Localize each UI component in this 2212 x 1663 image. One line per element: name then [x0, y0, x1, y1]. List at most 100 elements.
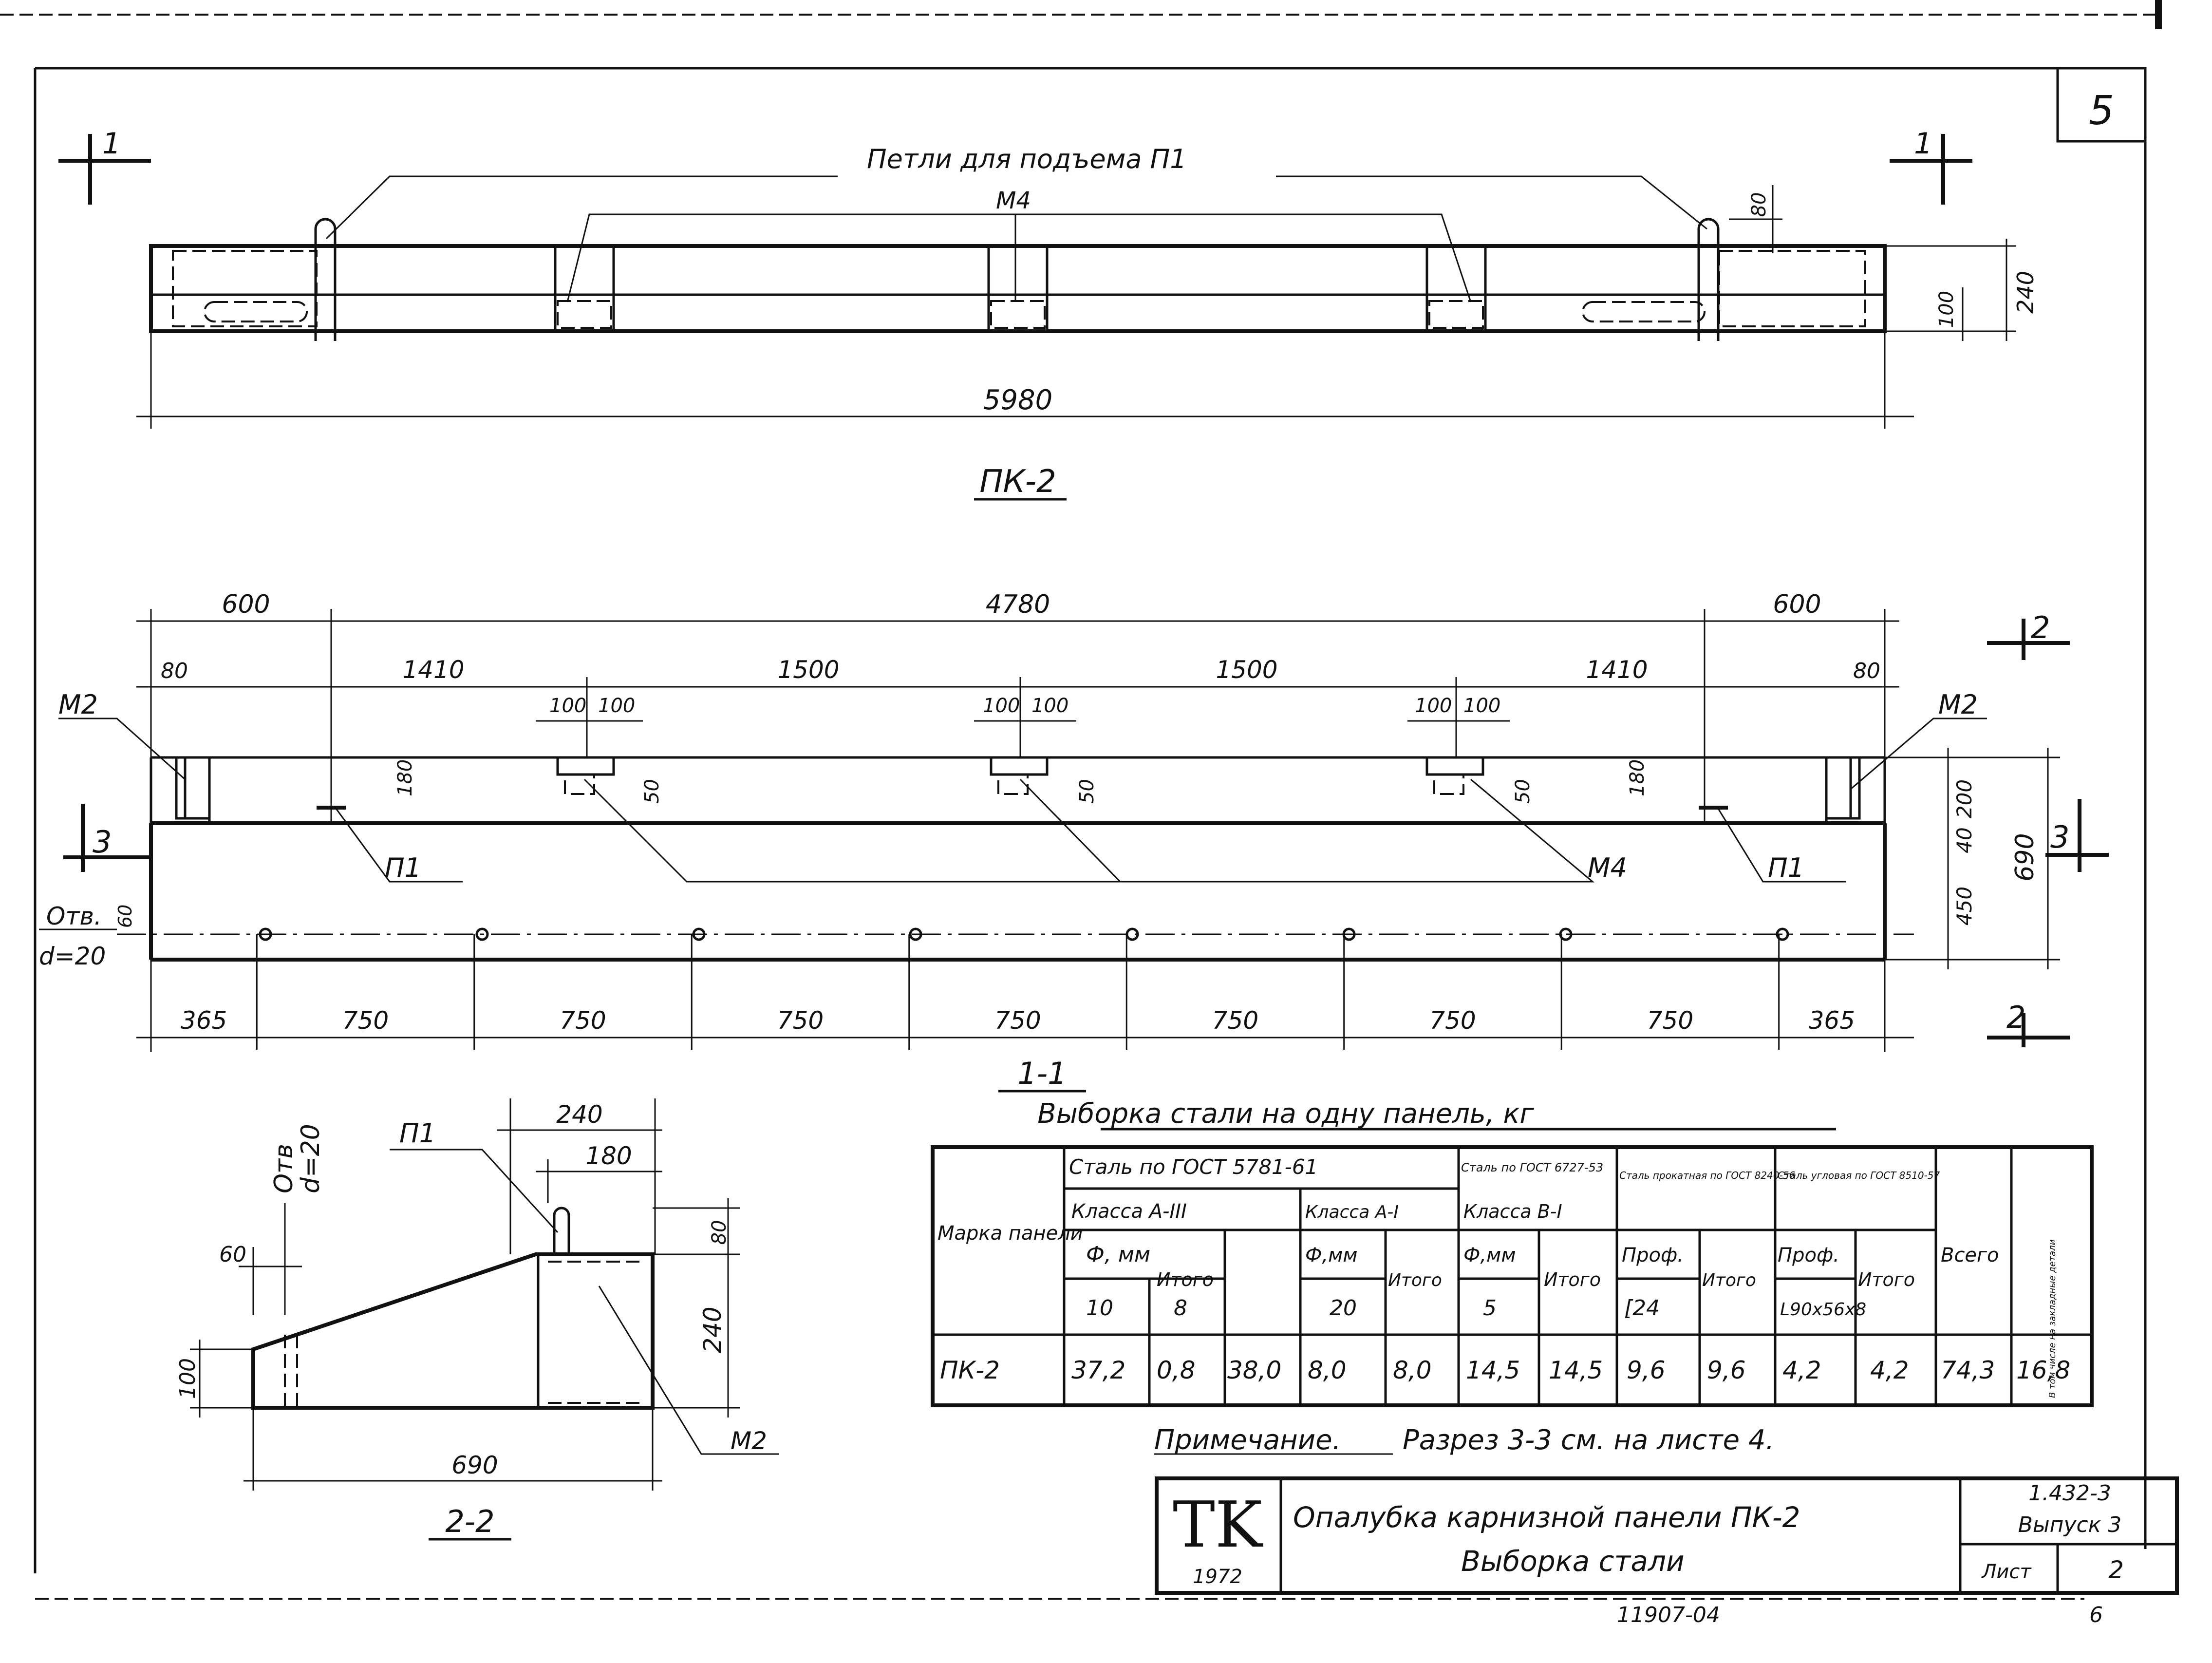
dim-bottom-8: 365	[1809, 1006, 1855, 1035]
cut-mark-1-left: 1	[102, 127, 121, 161]
sheet-label: Лист	[1981, 1561, 2032, 1583]
dim-lower: 100	[1935, 291, 1958, 328]
archive-no: 11907-04	[1617, 1603, 1720, 1627]
cut-mark-2-bottom: 2	[2006, 1000, 2025, 1035]
th-angle: Сталь угловая по ГОСТ 8510-57	[1778, 1170, 1940, 1181]
label-m2-left: М2	[58, 689, 98, 720]
section-1-1: 600 4780 600 1410 1500 1500 1410 80 80 1…	[39, 590, 2109, 1093]
embedded-m2-left	[175, 756, 211, 820]
td-rolled-itogo: 9,6	[1707, 1356, 1746, 1384]
issue: Выпуск 3	[2018, 1512, 2121, 1537]
th-total: Всего	[1941, 1244, 1999, 1266]
note: Примечание. Разрез 3-3 см. на листе 4.	[1154, 1424, 1774, 1456]
section-2-2: 240 180 80 240 100 60 Отв d=20 690 П1 М2…	[175, 1098, 779, 1541]
dim-80-left: 80	[161, 659, 188, 683]
dim-bottom-2: 750	[560, 1006, 606, 1035]
label-m2: М2	[731, 1427, 767, 1455]
dim-100: 100	[1031, 695, 1069, 717]
cut-mark-3-left: 3	[93, 824, 112, 860]
dim-width240: 240	[556, 1100, 602, 1129]
loop-p1	[553, 1207, 570, 1254]
label-m4: М4	[996, 187, 1031, 214]
title-line2: Выборка стали	[1461, 1545, 1685, 1578]
dim-width180: 180	[585, 1142, 632, 1170]
th-rolled: Сталь прокатная по ГОСТ 8240-56	[1619, 1170, 1795, 1181]
dim-180-right: 180	[1626, 759, 1649, 796]
dim-top-right: 600	[1773, 590, 1821, 619]
dim-bottom-7: 750	[1647, 1006, 1693, 1035]
td-a3-10: 37,2	[1071, 1356, 1125, 1384]
label-p1-left: П1	[385, 852, 421, 883]
td-b1-5: 14,5	[1466, 1356, 1520, 1384]
th-itogo-angle: Итого	[1858, 1269, 1915, 1290]
td-a1-20: 8,0	[1308, 1356, 1347, 1384]
panel-outline	[149, 244, 1887, 333]
year: 1972	[1193, 1566, 1242, 1588]
th-itogo-a3: Итого	[1157, 1269, 1214, 1290]
title-line1: Опалубка карнизной панели ПК-2	[1293, 1501, 1800, 1534]
logo-tk: TK	[1173, 1488, 1264, 1562]
dim-100: 100	[983, 695, 1020, 717]
th-angle-prof: L90x56x8	[1780, 1300, 1866, 1320]
cut-mark-1-right: 1	[1914, 127, 1932, 161]
page-no: 6	[2089, 1603, 2103, 1627]
th-phi-a3: Ф, мм	[1086, 1242, 1150, 1267]
sheet-number-box	[2056, 67, 2147, 143]
dim-100: 100	[598, 695, 635, 717]
series: 1.432-3	[2028, 1481, 2111, 1506]
dim-100: 100	[1463, 695, 1500, 717]
embedded-m4	[556, 756, 615, 776]
dim-180-left: 180	[394, 759, 416, 796]
dim-bottom-5: 750	[1212, 1006, 1258, 1035]
td-rolled: 9,6	[1627, 1356, 1666, 1384]
label-loops: Петли для подъема П1	[867, 144, 1187, 174]
note-label: Примечание.	[1154, 1424, 1341, 1456]
label-m4: М4	[1588, 852, 1627, 883]
label-p1-right: П1	[1768, 852, 1804, 883]
dim-50: 50	[1076, 779, 1098, 804]
dim-top-left: 600	[222, 590, 270, 619]
sheet-no: 2	[2108, 1556, 2124, 1584]
dim-50: 50	[1512, 779, 1534, 804]
dim-100: 100	[1415, 695, 1452, 717]
table-title: Выборка стали на одну панель, кг	[1037, 1098, 1534, 1130]
th-phi-a1: Ф,мм	[1305, 1244, 1358, 1266]
label-m2-right: М2	[1938, 689, 1978, 720]
th-itogo-b1: Итого	[1544, 1269, 1601, 1290]
dim-loop: 80	[1748, 192, 1770, 217]
dim-mid-a: 1410	[402, 656, 464, 684]
th-gost6727: Сталь по ГОСТ 6727-53	[1461, 1161, 1603, 1174]
td-total: 74,3	[1941, 1356, 1995, 1384]
dim-bottom-1: 750	[342, 1006, 389, 1035]
title-block: TK 1972 Опалубка карнизной панели ПК-2 В…	[1155, 1476, 2179, 1627]
td-b1-itogo: 14,5	[1549, 1356, 1603, 1384]
th-mark: Марка панели	[937, 1222, 1083, 1245]
bottom-dim-ticks	[256, 934, 1780, 1050]
th-d10: 10	[1086, 1296, 1113, 1321]
view-title-pk2: ПК-2	[979, 464, 1056, 500]
th-d20: 20	[1330, 1296, 1357, 1321]
th-c24: [24	[1624, 1296, 1660, 1321]
embedded-m4	[1425, 756, 1484, 776]
view-title-2-2: 2-2	[445, 1504, 494, 1539]
dim-40: 40	[1952, 827, 1976, 853]
dim-60: 60	[219, 1242, 246, 1267]
dim-bottom-0: 365	[181, 1006, 227, 1035]
dim-h100: 100	[175, 1358, 200, 1399]
dim-mid-d: 1410	[1586, 656, 1648, 684]
embedded-m4	[990, 756, 1049, 776]
th-prof-rolled: Проф.	[1622, 1244, 1684, 1266]
view-title-1-1: 1-1	[1017, 1056, 1067, 1091]
th-phi-b1: Ф,мм	[1463, 1244, 1516, 1266]
dim-h80: 80	[708, 1220, 731, 1245]
td-a1-itogo: 8,0	[1393, 1356, 1432, 1384]
th-classA1: Класса А-I	[1305, 1202, 1399, 1222]
sheet-frame: 5	[0, 0, 2162, 1600]
dim-length: 5980	[983, 384, 1053, 416]
embedded-m2-right	[1825, 756, 1861, 820]
td-a3-itogo: 38,0	[1227, 1356, 1281, 1384]
th-classB1: Класса В-I	[1463, 1201, 1562, 1222]
dim-690: 690	[2010, 833, 2040, 881]
